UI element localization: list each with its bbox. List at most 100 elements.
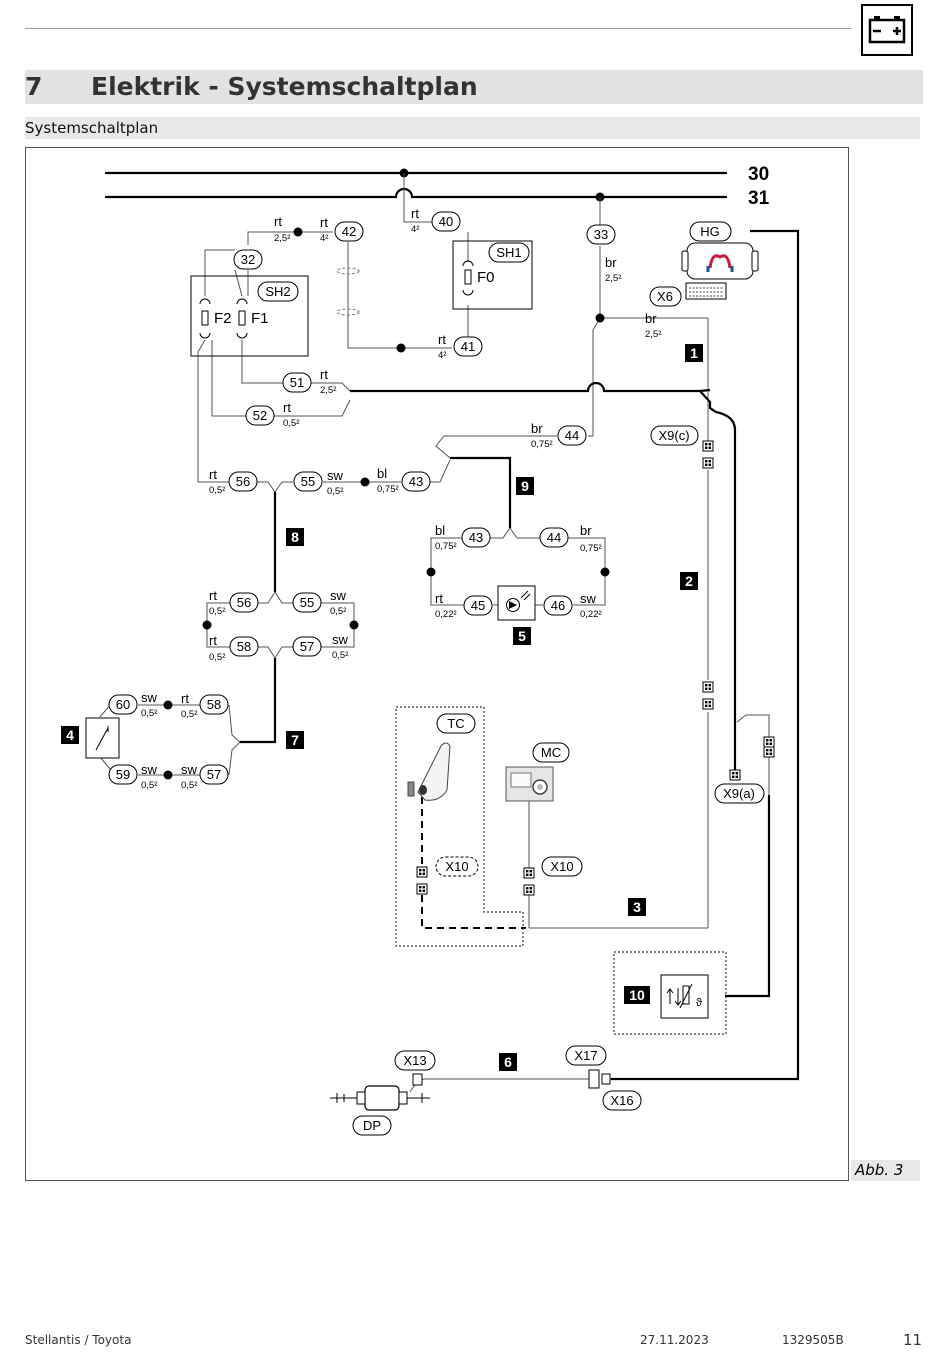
label-x6: X6 xyxy=(657,289,673,304)
footer-date: 27.11.2023 xyxy=(640,1333,709,1347)
harness-marker-4: 4 xyxy=(66,727,74,743)
wire-color: rt xyxy=(283,400,291,415)
label-x9c: X9(c) xyxy=(658,428,689,443)
node-44a: 44 xyxy=(565,428,579,443)
harness-marker-1: 1 xyxy=(690,345,698,361)
page-number: 11 xyxy=(903,1331,923,1349)
wire-color: sw xyxy=(332,632,349,647)
harness-marker-9: 9 xyxy=(521,478,529,494)
wire-color: rt xyxy=(320,367,328,382)
wire-size: 0,22² xyxy=(580,609,602,620)
wire-size: 0,75² xyxy=(435,541,457,552)
node-52: 52 xyxy=(253,408,267,423)
node-55a: 55 xyxy=(301,474,315,489)
harness-marker-2: 2 xyxy=(685,573,693,589)
chapter-title: Elektrik - Systemschaltplan xyxy=(91,72,478,101)
battery-icon xyxy=(861,4,913,56)
wire-color: sw xyxy=(327,468,344,483)
node-42: 42 xyxy=(342,224,356,239)
section-title: Systemschaltplan xyxy=(25,119,159,137)
figure-caption: Abb. 3 xyxy=(851,1160,920,1181)
label-f1: F1 xyxy=(251,310,269,327)
wire-size: 4² xyxy=(320,233,328,244)
harness-marker-6: 6 xyxy=(504,1054,512,1070)
label-x17: X17 xyxy=(574,1048,597,1063)
node-41: 41 xyxy=(461,339,475,354)
wire-size: 0,5² xyxy=(209,652,225,663)
label-x9a: X9(a) xyxy=(723,786,755,801)
wire-color: bl xyxy=(435,523,445,538)
wire-size: 0,5² xyxy=(283,418,299,429)
wire-color: br xyxy=(580,523,592,538)
wire-size: 2,5² xyxy=(605,273,621,284)
footer-brand: Stellantis / Toyota xyxy=(25,1333,132,1347)
node-59: 59 xyxy=(116,767,130,782)
x17-x16-plug xyxy=(588,1069,611,1089)
node-44b: 44 xyxy=(547,530,561,545)
wire-color: rt xyxy=(435,591,443,606)
wire-size: 0,22² xyxy=(435,609,457,620)
wire-color: sw xyxy=(580,591,597,606)
wire-color: rt xyxy=(209,588,217,603)
section-header: Systemschaltplan xyxy=(25,117,920,139)
wire-size: 0,75² xyxy=(377,484,399,495)
diagram-frame xyxy=(25,147,849,1181)
wire-size: 2,5² xyxy=(320,385,336,396)
harness-marker-3: 3 xyxy=(633,899,641,915)
wire-color: rt xyxy=(274,214,282,229)
switch-symbol xyxy=(85,717,120,759)
wire-size: 0,5² xyxy=(209,485,225,496)
heater-unit xyxy=(681,242,759,300)
chapter-header: 7 Elektrik - Systemschaltplan xyxy=(25,70,923,104)
wire-size: 0,5² xyxy=(209,606,225,617)
label-f2: F2 xyxy=(214,310,232,327)
wire-size: 0,5² xyxy=(327,486,343,497)
node-40: 40 xyxy=(439,214,453,229)
label-hg: HG xyxy=(700,224,720,239)
wire-color: rt xyxy=(411,206,419,221)
wire-color: sw xyxy=(141,690,158,705)
svg-text:ϑ: ϑ xyxy=(696,997,702,1009)
wire-color: sw xyxy=(330,588,347,603)
node-60: 60 xyxy=(116,697,130,712)
node-57b: 57 xyxy=(207,767,221,782)
wire-size: 0,5² xyxy=(141,708,157,719)
wire-size: 0,5² xyxy=(181,780,197,791)
chapter-number: 7 xyxy=(25,72,43,101)
node-46: 46 xyxy=(551,598,565,613)
node-58a: 58 xyxy=(237,639,251,654)
label-mc: MC xyxy=(541,745,561,760)
node-33: 33 xyxy=(594,227,608,242)
wire-color: rt xyxy=(209,467,217,482)
node-43b: 43 xyxy=(469,530,483,545)
node-45: 45 xyxy=(471,598,485,613)
temperature-sensor-symbol: ϑ xyxy=(660,974,709,1019)
bus-label-31: 31 xyxy=(748,188,770,209)
harness-marker-5: 5 xyxy=(518,628,526,644)
dosing-pump-icon xyxy=(330,1073,430,1111)
bus-label-30: 30 xyxy=(748,164,769,185)
wire-size: 0,5² xyxy=(141,780,157,791)
wire-size: 4² xyxy=(411,224,419,235)
harness-marker-10: 10 xyxy=(629,987,645,1003)
wire-color: br xyxy=(531,421,543,436)
node-43a: 43 xyxy=(409,474,423,489)
wire-color: rt xyxy=(438,332,446,347)
label-f0: F0 xyxy=(477,269,495,286)
wire-color: rt xyxy=(320,215,328,230)
harness-marker-7: 7 xyxy=(291,732,299,748)
label-sh1: SH1 xyxy=(496,245,521,260)
label-x13: X13 xyxy=(403,1053,426,1068)
wire-size: 0,75² xyxy=(531,439,553,450)
node-32: 32 xyxy=(241,252,255,267)
footer-doc-number: 1329505B xyxy=(782,1333,844,1347)
remote-control-icon xyxy=(407,742,451,801)
node-58b: 58 xyxy=(207,697,221,712)
wire-color: sw xyxy=(181,762,198,777)
node-56a: 56 xyxy=(236,474,250,489)
label-x16: X16 xyxy=(610,1093,633,1108)
wire-color: rt xyxy=(181,691,189,706)
wire-size: 0,5² xyxy=(332,650,348,661)
wire-color: br xyxy=(605,255,617,270)
